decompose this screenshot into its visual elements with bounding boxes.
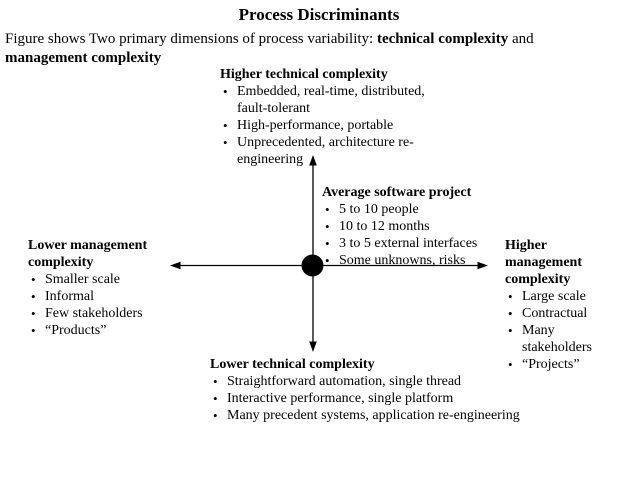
bullet-icon: • [213,408,218,423]
bullet-icon: • [325,236,330,251]
bullet-list: • Straightforward automation, single thre… [210,373,570,424]
bullet-icon: • [508,323,513,338]
block-higher-technical-complexity: Higher technical complexity • Embedded, r… [220,66,470,168]
bullet-icon: • [325,219,330,234]
bullet-text: “Products” [45,323,107,338]
bullet-text: Large scale [522,289,586,304]
bullet-icon: • [31,323,36,338]
bullet-icon: • [31,289,36,304]
list-item: • Some unknowns, risks [322,252,522,269]
figure-caption: Figure shows Two primary dimensions of p… [5,30,625,68]
list-item: • Straightforward automation, single thre… [210,373,570,390]
list-item: • Many stakeholders [505,322,635,356]
arrow-down-icon [309,341,317,352]
caption-prefix: Figure shows Two primary dimensions of p… [5,31,377,47]
bullet-list: • Embedded, real-time, distributed, fault… [220,83,470,168]
bullet-text: “Projects” [522,357,580,372]
block-higher-management-complexity: Higher management complexity • Large scal… [505,237,635,373]
list-item: • 10 to 12 months [322,218,522,235]
list-item: • Contractual [505,305,635,322]
bullet-icon: • [213,391,218,406]
bullet-text: 10 to 12 months [339,219,430,234]
caption-connector: and [508,31,534,47]
bullet-icon: • [508,357,513,372]
list-item: • 5 to 10 people [322,201,522,218]
bullet-text: Contractual [522,306,588,321]
bullet-text: High-performance, portable [237,118,394,133]
block-heading: Lower technical complexity [210,357,375,372]
center-dot [301,254,324,277]
bullet-text: Unprecedented, architecture re- engineer… [237,135,414,167]
list-item: • Informal [28,288,178,305]
bullet-icon: • [31,272,36,287]
bullet-text: Many stakeholders [522,323,592,355]
bullet-icon: • [223,118,228,133]
list-item: • Unprecedented, architecture re- enginee… [220,134,470,168]
bullet-icon: • [508,306,513,321]
bullet-text: 3 to 5 external interfaces [339,236,478,251]
list-item: • 3 to 5 external interfaces [322,235,522,252]
bullet-text: Few stakeholders [45,306,143,321]
bullet-icon: • [223,84,228,99]
bullet-list: • Smaller scale • Informal • Few stakeholde… [28,271,178,339]
bullet-text: Some unknowns, risks [339,253,466,268]
bullet-text: Many precedent systems, application re-e… [227,408,520,423]
list-item: • High-performance, portable [220,117,470,134]
bullet-icon: • [223,135,228,150]
bullet-text: Informal [45,289,94,304]
caption-term-technical: technical complexity [376,31,509,47]
bullet-list: • 5 to 10 people • 10 to 12 months • 3 to 5… [322,201,522,269]
bullet-icon: • [31,306,36,321]
block-heading: Higher technical complexity [220,67,388,82]
block-average-software-project: Average software project • 5 to 10 people… [322,184,522,269]
bullet-text: Straightforward automation, single threa… [227,374,462,389]
list-item: • “Products” [28,322,178,339]
block-lower-technical-complexity: Lower technical complexity • Straightforw… [210,356,570,424]
bullet-list: • Large scale • Contractual • Many stakehol… [505,288,635,373]
list-item: • “Projects” [505,356,635,373]
bullet-icon: • [325,253,330,268]
caption-term-management: management complexity [5,50,162,66]
bullet-text: Embedded, real-time, distributed, fault-… [237,84,425,116]
block-heading: Higher management complexity [505,238,582,287]
bullet-icon: • [213,374,218,389]
list-item: • Large scale [505,288,635,305]
list-item: • Embedded, real-time, distributed, fault… [220,83,470,117]
list-item: • Few stakeholders [28,305,178,322]
bullet-text: 5 to 10 people [339,202,419,217]
bullet-icon: • [325,202,330,217]
list-item: • Interactive performance, single platfor… [210,390,570,407]
bullet-icon: • [508,289,513,304]
bullet-text: Interactive performance, single platform [227,391,454,406]
bullet-text: Smaller scale [45,272,121,287]
block-heading: Lower management complexity [28,238,148,270]
page-title: Process Discriminants [238,5,400,24]
list-item: • Smaller scale [28,271,178,288]
list-item: • Many precedent systems, application re-… [210,407,570,424]
block-lower-management-complexity: Lower management complexity • Smaller sca… [28,237,178,339]
block-heading: Average software project [322,185,472,200]
